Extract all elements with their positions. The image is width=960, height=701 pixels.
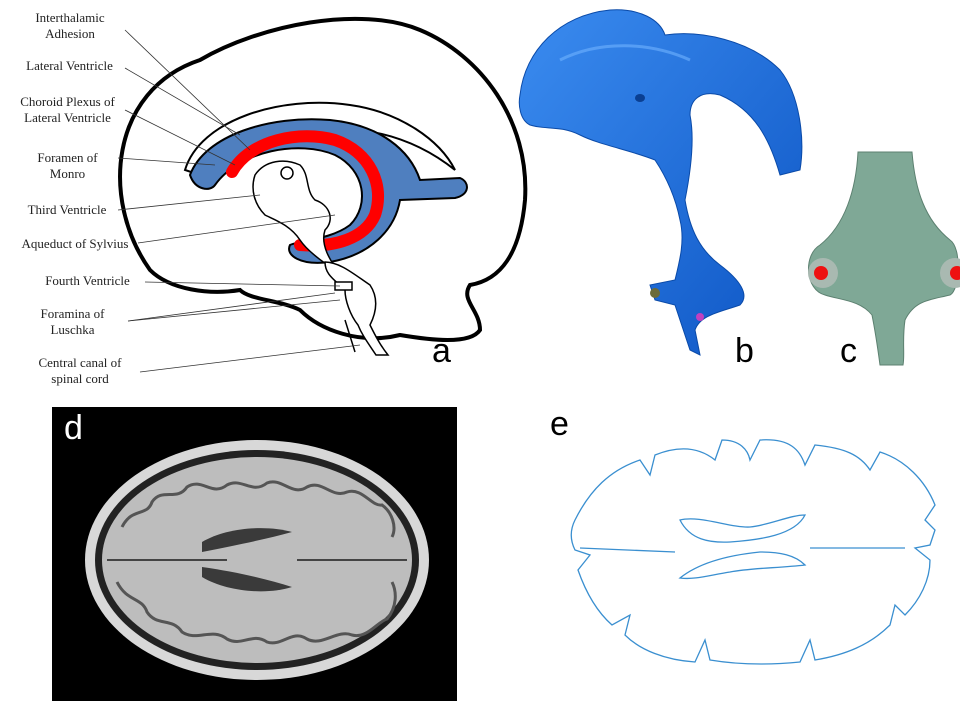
outer-brain-contour — [571, 440, 935, 664]
midline-front — [580, 548, 675, 552]
ventricle-contour-upper — [680, 515, 805, 542]
panel-letter-e: e — [550, 405, 569, 444]
ventricle-contour-lower — [680, 552, 805, 578]
